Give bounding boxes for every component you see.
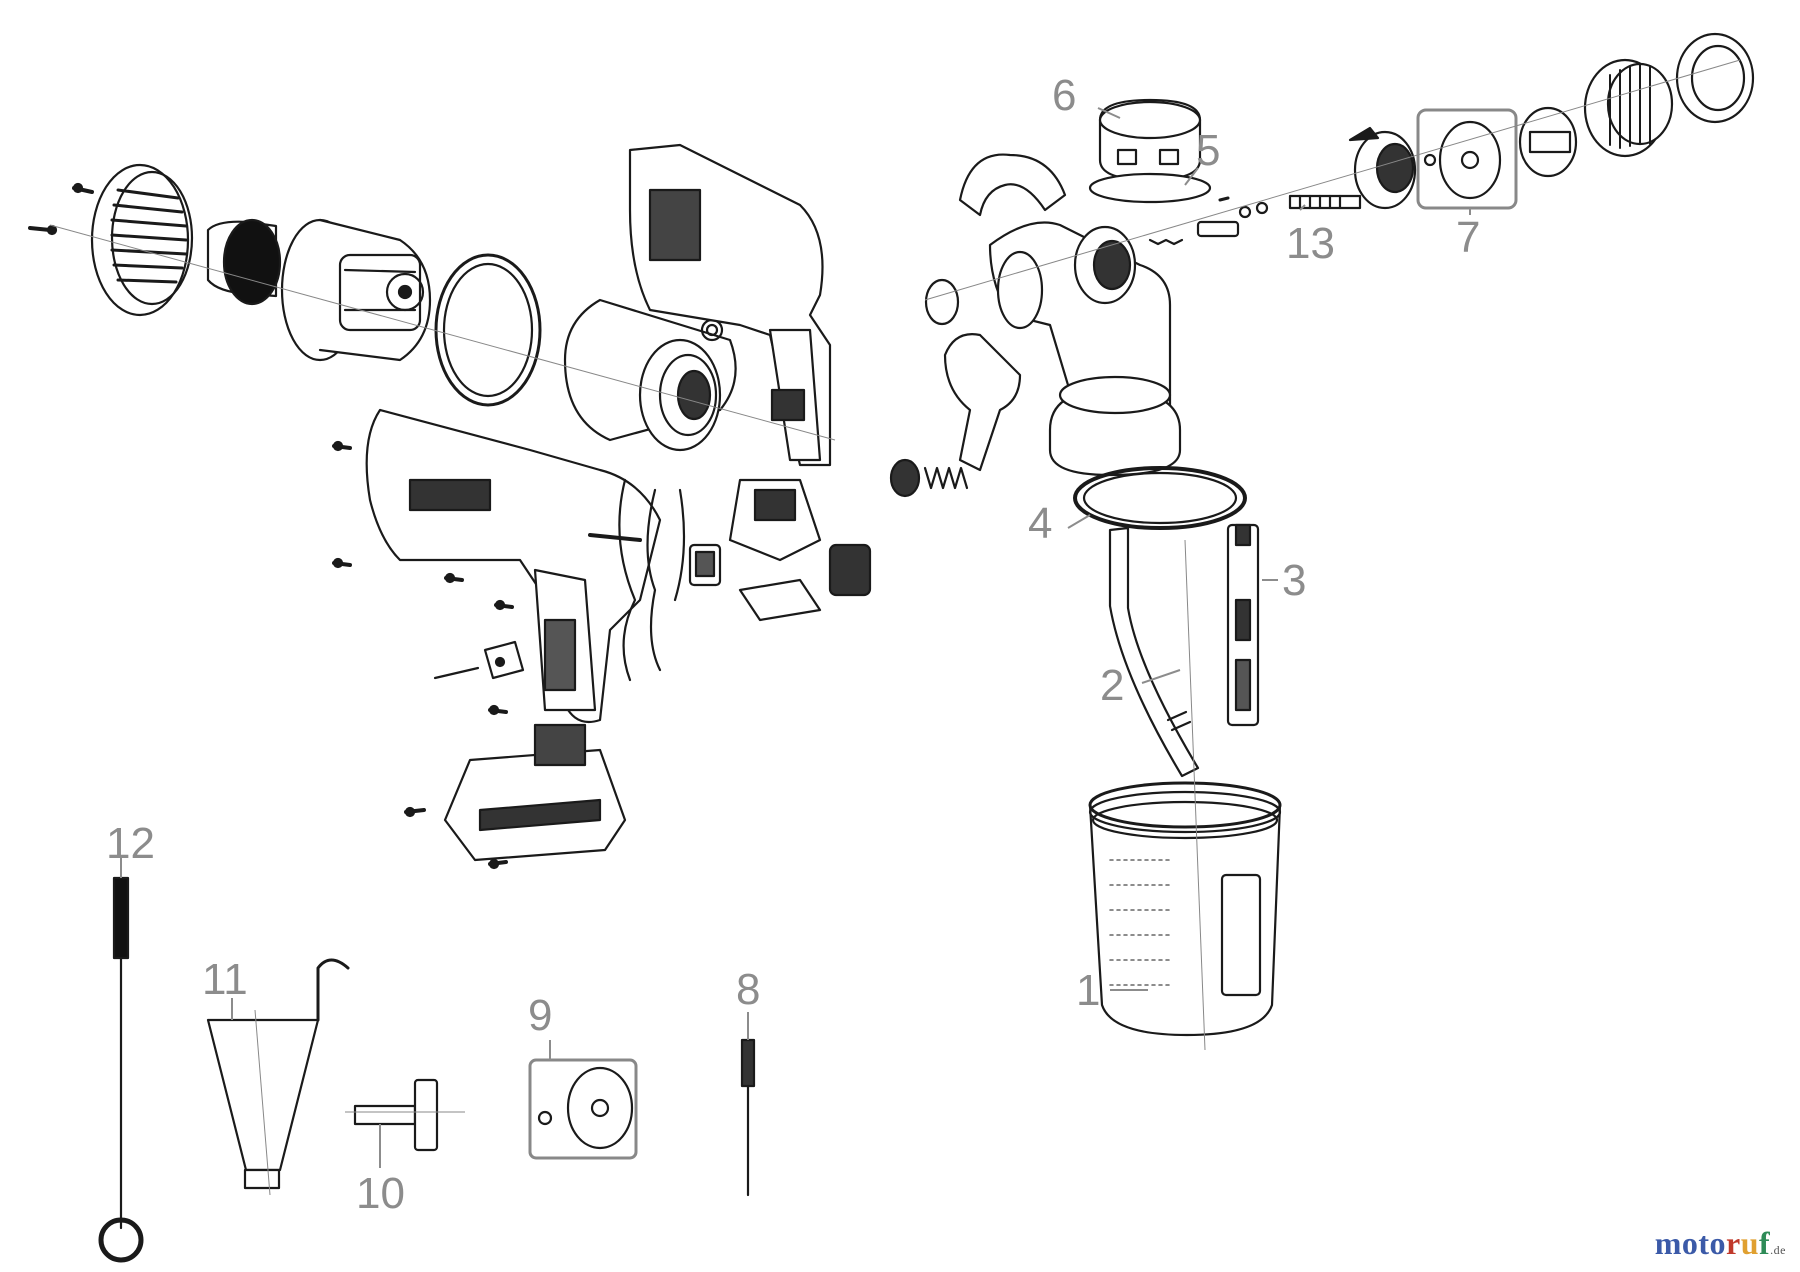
logo-suffix: .de bbox=[1770, 1243, 1786, 1257]
callout-5: 5 bbox=[1196, 126, 1220, 175]
pump-body bbox=[988, 221, 1182, 477]
electronics-board bbox=[728, 478, 872, 622]
callout-9: 9 bbox=[528, 991, 552, 1040]
centerlines bbox=[49, 59, 1741, 1196]
motor-fan-assembly bbox=[280, 218, 432, 362]
screw-housing-2 bbox=[332, 557, 352, 569]
adjust-ring bbox=[1583, 58, 1674, 158]
suction-filter bbox=[1226, 523, 1260, 727]
needle-assembly bbox=[1148, 196, 1269, 246]
cleaning-needle bbox=[740, 1038, 756, 1197]
lid-seal-disc bbox=[1088, 172, 1212, 204]
valve-spring bbox=[889, 458, 969, 498]
swivel-piece bbox=[1518, 106, 1578, 178]
callout-1: 1 bbox=[1076, 966, 1100, 1015]
callout-8: 8 bbox=[736, 965, 760, 1014]
housing-left-half bbox=[365, 408, 662, 724]
container-lid bbox=[1098, 98, 1202, 182]
callout-13: 13 bbox=[1286, 219, 1335, 268]
viscosity-cup bbox=[206, 958, 350, 1190]
union-nut bbox=[1675, 32, 1755, 124]
callout-6: 6 bbox=[1052, 71, 1076, 120]
screw-battery-2 bbox=[488, 858, 508, 870]
screw-housing-1 bbox=[332, 440, 352, 452]
rear-grille-cover bbox=[90, 163, 194, 317]
nozzle-insert-7 bbox=[1416, 108, 1518, 210]
air-duct-cone bbox=[563, 298, 737, 452]
air-cap bbox=[1348, 126, 1417, 210]
screw-housing-3 bbox=[444, 572, 464, 584]
seal-ring-large bbox=[434, 253, 542, 407]
trigger bbox=[483, 640, 525, 680]
callout-3: 3 bbox=[1282, 556, 1306, 605]
housing-right-half bbox=[628, 143, 832, 467]
screw-housing-4 bbox=[494, 599, 514, 611]
container-seal-ring bbox=[1073, 466, 1247, 530]
screw-housing-5 bbox=[488, 704, 508, 716]
needle-13 bbox=[1288, 194, 1362, 210]
callout-leaders bbox=[120, 107, 1471, 1168]
battery-pack bbox=[443, 723, 627, 862]
filter-pad bbox=[206, 218, 282, 306]
trigger-pin bbox=[433, 666, 480, 680]
brand-logo: motoruf.de bbox=[1655, 1225, 1786, 1262]
callout-2: 2 bbox=[1100, 661, 1124, 710]
callout-7: 7 bbox=[1456, 213, 1480, 262]
callout-4: 4 bbox=[1028, 499, 1052, 548]
nozzle-tool bbox=[353, 1078, 439, 1152]
spare-nozzle-insert bbox=[528, 1058, 638, 1160]
clip-cap bbox=[958, 153, 1067, 217]
callout-12: 12 bbox=[106, 819, 155, 868]
logo-text: motoruf bbox=[1654, 1225, 1771, 1261]
paint-container bbox=[1088, 781, 1282, 1037]
switch-module bbox=[688, 543, 722, 587]
suction-tube bbox=[1108, 526, 1200, 778]
screw-rear-cover-1 bbox=[28, 224, 58, 236]
cleaning-brush bbox=[98, 876, 144, 1263]
screw-battery-1 bbox=[404, 806, 426, 818]
callout-10: 10 bbox=[356, 1169, 405, 1218]
trigger-guard bbox=[943, 333, 1022, 472]
screw-rear-cover-2 bbox=[72, 182, 94, 194]
wires bbox=[618, 478, 686, 682]
o-ring-small bbox=[924, 278, 960, 326]
drive-pin bbox=[588, 533, 642, 542]
callout-11: 11 bbox=[202, 955, 248, 1004]
